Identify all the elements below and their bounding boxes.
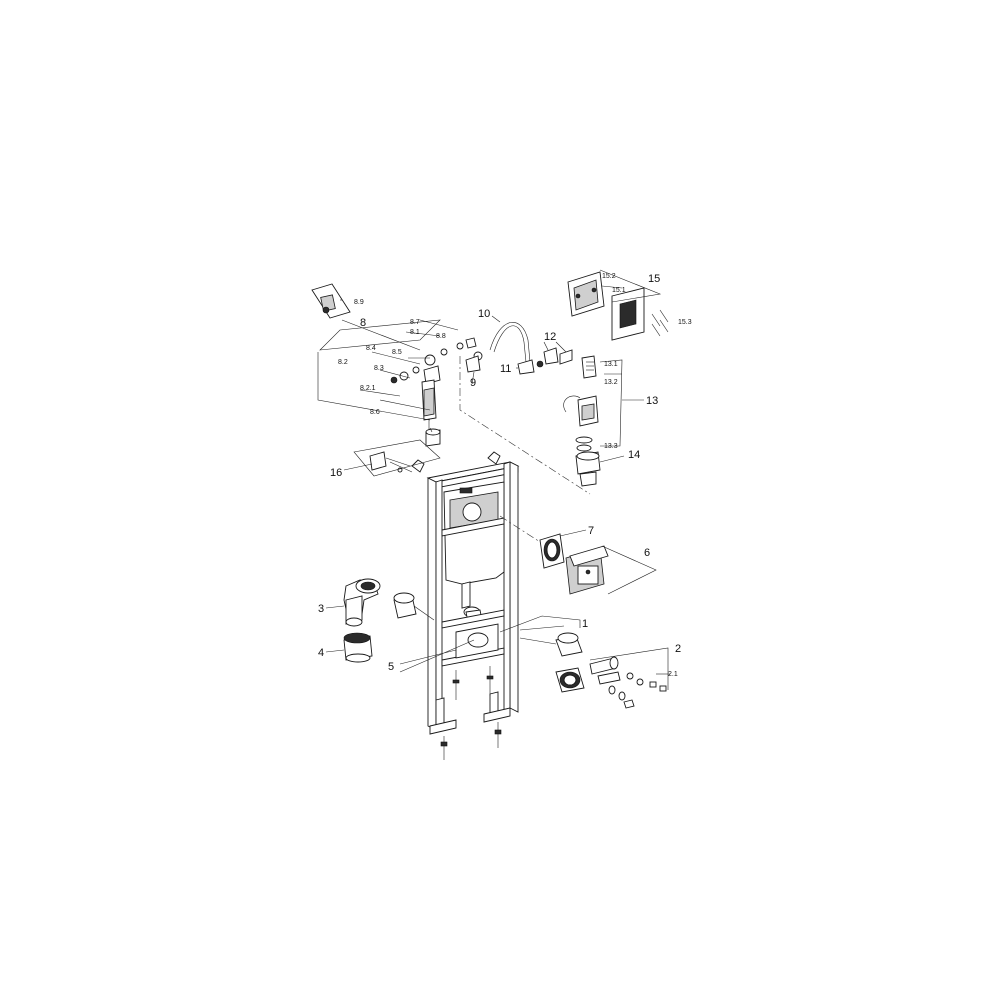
callout-2: 2: [675, 643, 681, 655]
callout-8-6: 8.6: [370, 409, 380, 416]
flush-valve-assembly: [563, 355, 599, 452]
callout-13-2: 13.2: [604, 379, 618, 386]
angle-valve-part-9: [465, 355, 481, 385]
callout-8-3: 8.3: [374, 365, 384, 372]
callout-8-2-1: 8.2.1: [360, 385, 376, 392]
nut-and-washer-parts: [608, 672, 667, 709]
tee-fitting-part-11: [517, 359, 544, 375]
gasket-frame-part: [539, 533, 565, 569]
callout-8-4: 8.4: [366, 345, 376, 352]
callout-10: 10: [478, 308, 490, 320]
callout-3: 3: [318, 603, 324, 615]
callout-15-2: 15.2: [602, 273, 616, 280]
threaded-rod-part: [589, 656, 621, 685]
seal-ring-part: [393, 592, 417, 619]
callout-11: 11: [500, 363, 511, 375]
leader-lines: [317, 269, 670, 690]
callout-15-1: 15.1: [612, 287, 626, 294]
elbow-bend-part: [343, 578, 381, 627]
screws-part-15-3: [651, 309, 669, 337]
fill-valve-assembly: [390, 337, 477, 447]
callout-2-1: 2.1: [668, 671, 678, 678]
callout-14: 14: [628, 449, 640, 461]
callout-8-8: 8.8: [436, 333, 446, 340]
callout-4: 4: [318, 647, 324, 659]
callout-7: 7: [588, 525, 594, 537]
inset-8-9-card: [311, 283, 351, 319]
callout-8-7: 8.7: [410, 319, 420, 326]
service-box-part: [565, 545, 609, 595]
connector-sleeve-part: [343, 632, 373, 663]
callout-15: 15: [648, 273, 660, 285]
callout-labels: 1 2 2.1 3 4 5 6 7 8 8.1 8.2 8.2.1 8.3 8.…: [318, 273, 692, 678]
outlet-valve-part-14: [575, 451, 601, 487]
hose-assembly: [473, 322, 532, 370]
callout-5: 5: [388, 661, 394, 673]
assembly-guides: [459, 356, 591, 543]
small-parts-12: [543, 347, 573, 365]
callout-13: 13: [646, 395, 658, 407]
callout-9: 9: [470, 377, 476, 389]
callout-13-3: 13.3: [604, 443, 618, 450]
flush-pipe-part: [519, 625, 585, 693]
callout-8-9: 8.9: [354, 299, 364, 306]
callout-8-5: 8.5: [392, 349, 402, 356]
bracket-set-part-16: [369, 451, 413, 473]
callout-1: 1: [582, 618, 588, 630]
callout-13-1: 13.1: [604, 361, 618, 368]
installation-frame: [411, 451, 520, 760]
callout-12: 12: [544, 331, 556, 343]
callout-6: 6: [644, 547, 650, 559]
actuator-plate-part-15-1: [611, 287, 645, 341]
callout-8-1: 8.1: [410, 329, 420, 336]
callout-16: 16: [330, 467, 342, 479]
callout-15-3: 15.3: [678, 319, 692, 326]
actuator-frame-part-15: [567, 271, 605, 317]
callout-8-2: 8.2: [338, 359, 348, 366]
callout-8: 8: [360, 317, 366, 329]
